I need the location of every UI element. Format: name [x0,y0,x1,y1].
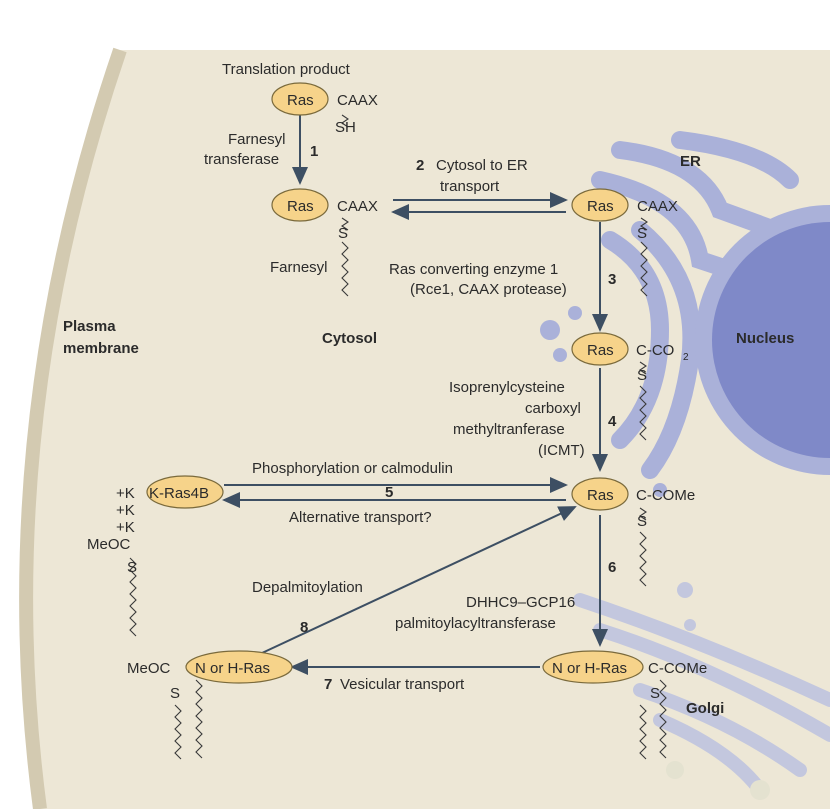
translation-product-label: Translation product [222,61,351,78]
step-4-label: 4 [608,413,617,430]
ras-oval-translation [271,82,329,116]
ras-oval-farnesylated [271,188,329,222]
plasma-membrane-line2: membrane [63,340,139,357]
vesicular-transport-label: Vesicular transport [340,676,465,693]
s-label-3: S [637,225,647,242]
plus-k-2: +K [116,502,135,519]
cytosol-to-er-line2: transport [440,178,500,195]
s-label-5: S [637,513,647,530]
phosphorylation-label: Phosphorylation or calmodulin [252,460,453,477]
er-label: ER [680,153,701,170]
c-co2-subscript: 2 [683,352,689,363]
caax-label-3: CAAX [637,198,678,215]
ras-label-2: Ras [287,198,314,215]
ras-label-1: Ras [287,92,314,109]
k-ras4b-oval [146,475,224,509]
n-or-h-ras-label-membrane: N or H-Ras [195,660,270,677]
s-label-2: S [338,225,348,242]
c-come-label-2: C-COMe [648,660,707,677]
icmt-line1: Isoprenylcysteine [449,379,565,396]
ras-label-3: Ras [587,198,614,215]
sh-label: SH [335,119,356,136]
step-2-label: 2 [416,157,424,174]
farnesyl-transferase-line2: transferase [204,151,279,168]
dhhc-line2: palmitoylacyltransferase [395,615,556,632]
n-or-h-ras-oval-golgi [542,650,644,684]
caax-label-1: CAAX [337,92,378,109]
s-label-n: S [170,685,180,702]
ras-label-4: Ras [587,342,614,359]
s-label-golgi: S [650,685,660,702]
ras-oval-er [571,188,629,222]
cytosol-label: Cytosol [322,330,377,347]
n-or-h-ras-oval-membrane [185,650,293,684]
step-8-label: 8 [300,619,308,636]
step-3-label: 3 [608,271,616,288]
ras-label-5: Ras [587,487,614,504]
lipid-chains [129,114,667,760]
cytosol-to-er-line1: Cytosol to ER [436,157,528,174]
step-6-label: 6 [608,559,616,576]
cytosol-region [26,50,830,809]
depalmitoylation-label: Depalmitoylation [252,579,363,596]
icmt-line2: carboxyl [525,400,581,417]
k-ras4b-label: K-Ras4B [149,485,209,502]
nucleus [712,222,830,458]
c-come-label-1: C-COMe [636,487,695,504]
ras-oval-methylated [571,477,629,511]
caax-label-2: CAAX [337,198,378,215]
golgi-organelle [573,582,830,800]
c-co2-label: C-CO [636,342,674,359]
ras-oval-cleaved [571,332,629,366]
er-organelle [540,131,830,497]
meoc-label-k: MeOC [87,536,131,553]
plasma-membrane [19,47,127,809]
n-or-h-ras-label-golgi: N or H-Ras [552,660,627,677]
step-5-label: 5 [385,484,393,501]
rce1-line2: (Rce1, CAAX protease) [410,281,567,298]
alternative-transport-label: Alternative transport? [289,509,432,526]
nucleus-label: Nucleus [736,330,794,347]
rce1-line1: Ras converting enzyme 1 [389,261,558,278]
s-label-4: S [637,367,647,384]
step-1-label: 1 [310,143,318,160]
golgi-label: Golgi [686,700,724,717]
dhhc-line1: DHHC9–GCP16 [466,594,575,611]
step-7-label: 7 [324,676,332,693]
icmt-line3: methyltranferase [453,421,565,438]
arrow-step8 [261,506,577,654]
plus-k-1: +K [116,485,135,502]
meoc-label-n: MeOC [127,660,171,677]
plus-k-3: +K [116,519,135,536]
farnesyl-label: Farnesyl [270,259,328,276]
plasma-membrane-line1: Plasma [63,318,116,335]
icmt-line4: (ICMT) [538,442,585,459]
s-label-k: S [127,559,137,576]
farnesyl-transferase-line1: Farnesyl [228,131,286,148]
